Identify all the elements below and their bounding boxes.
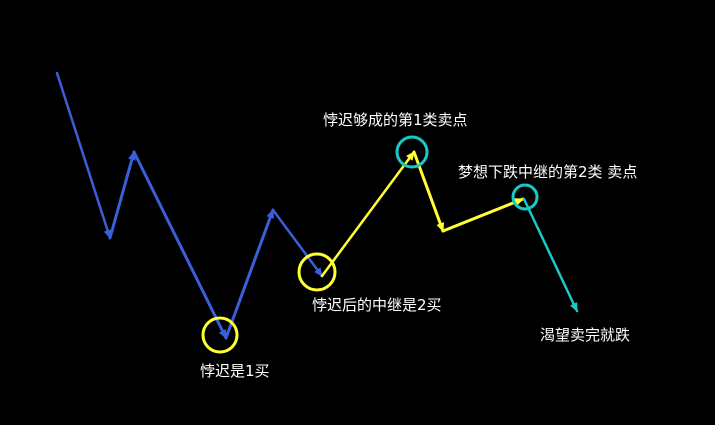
sell2-circle: [511, 183, 539, 211]
yellow-segment-2: [412, 150, 445, 233]
blue-segment-4: [224, 208, 275, 340]
blue-price-path: [55, 71, 324, 340]
buy2-circle: [297, 252, 337, 292]
sell1-circle: [395, 135, 429, 169]
blue-segment-2: [108, 150, 136, 240]
blue-segment-5: [271, 208, 324, 278]
buy2-label: 悖迟后的中继是2买: [312, 296, 442, 314]
yellow-segment-3: [441, 197, 525, 233]
buy1-label: 悖迟是1买: [200, 362, 270, 380]
cyan-segment-1: [522, 197, 579, 313]
yellow-segment-1: [320, 150, 416, 278]
cyan-price-path: [522, 197, 579, 313]
sell1-label: 悖迟够成的第1类卖点: [323, 111, 468, 129]
crash-label: 渴望卖完就跌: [540, 326, 630, 344]
buy1-circle: [201, 316, 239, 354]
blue-segment-3: [132, 150, 228, 340]
sell2-label: 梦想下跌中继的第2类 卖点: [458, 163, 637, 181]
blue-segment-1: [55, 71, 112, 240]
